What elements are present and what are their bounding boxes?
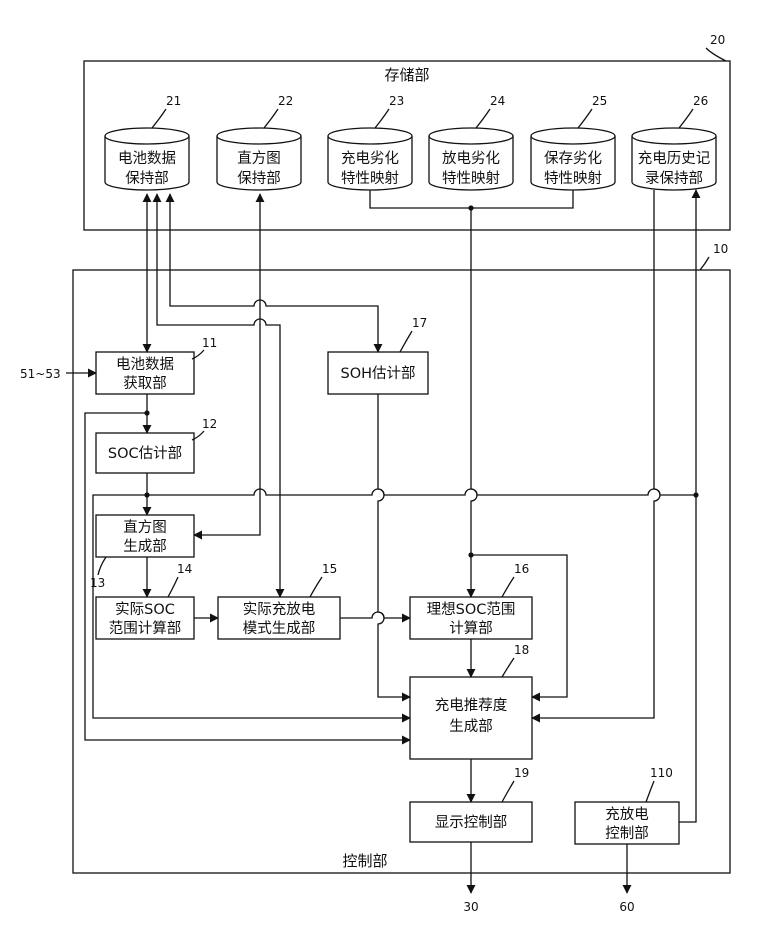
block-16-line1: 理想SOC范围 [427,601,516,618]
block-15-line1: 实际充放电 [243,601,316,618]
block-110-ref: 110 [650,766,673,780]
unit-23-ref: 23 [389,94,404,108]
output-display-label: 30 [463,900,478,914]
degradation-map-bus [370,190,573,208]
block-13-histogram-generation: 直方图 生成部 13 [90,515,194,590]
block-19-line1: 显示控制部 [435,814,508,831]
block-11-battery-data-acquisition: 电池数据 获取部 11 [96,336,217,394]
unit-24-ref: 24 [490,94,505,108]
unit-24-line2: 特性映射 [442,170,500,187]
unit-26-line2: 录保持部 [645,170,703,187]
unit-25-ref: 25 [592,94,607,108]
block-12-soc-estimation: SOC估计部 12 [96,417,217,473]
unit-25-storage-degradation-map: 保存劣化 特性映射 25 [531,94,615,190]
block-12-line1: SOC估计部 [108,445,182,462]
block-15-actual-charge-pattern-gen: 实际充放电 模式生成部 15 [218,562,340,639]
block-19-ref: 19 [514,766,529,780]
control-ref-leader [700,257,709,270]
block-18-ref: 18 [514,643,529,657]
unit-23-line2: 特性映射 [341,170,399,187]
block-12-ref: 12 [202,417,217,431]
storage-ref-leader [706,48,726,61]
block-15-ref: 15 [322,562,337,576]
unit-22-line2: 保持部 [237,170,281,187]
block-17-line1: SOH估计部 [340,365,415,382]
block-110-line1: 充放电 [605,806,649,823]
unit-26-line1: 充电历史记 [638,150,711,167]
block-110-charge-discharge-control: 充放电 控制部 110 [575,766,679,844]
block-17-ref: 17 [412,316,427,330]
block-11-line1: 电池数据 [116,356,174,373]
unit-22-line1: 直方图 [237,150,281,167]
unit-24-discharge-degradation-map: 放电劣化 特性映射 24 [429,94,513,190]
control-title: 控制部 [342,852,387,870]
block-13-line2: 生成部 [123,538,167,555]
block-16-ref: 16 [514,562,529,576]
block-14-line1: 实际SOC [115,601,175,618]
block-15-line2: 模式生成部 [243,620,316,637]
unit-26-charge-history-store: 充电历史记 录保持部 26 [632,94,716,190]
output-charge-label: 60 [619,900,634,914]
unit-25-line2: 特性映射 [544,170,602,187]
block-18-line2: 生成部 [449,718,493,735]
unit-22-ref: 22 [278,94,293,108]
unit-22-histogram-store: 直方图 保持部 22 [217,94,301,190]
block-18-line1: 充电推荐度 [435,697,508,714]
block-11-ref: 11 [202,336,217,350]
unit-25-line1: 保存劣化 [544,150,602,167]
block-110-line2: 控制部 [605,825,649,842]
unit-23-line1: 充电劣化 [341,150,399,167]
unit-26-ref: 26 [693,94,708,108]
unit-21-line2: 保持部 [125,170,169,187]
unit-21-ref: 21 [166,94,181,108]
block-11-line2: 获取部 [123,375,167,392]
unit-24-line1: 放电劣化 [442,150,500,167]
block-13-ref: 13 [90,576,105,590]
block-14-actual-soc-range-calc: 实际SOC 范围计算部 14 [96,562,194,639]
storage-title: 存储部 [384,66,429,84]
unit-21-battery-data-store: 电池数据 保持部 21 [105,94,189,190]
storage-ref: 20 [710,33,725,47]
block-16-line2: 计算部 [449,620,493,637]
unit-23-charge-degradation-map: 充电劣化 特性映射 23 [328,94,412,190]
unit-21-line1: 电池数据 [118,150,176,167]
block-13-line1: 直方图 [123,519,167,536]
control-ref: 10 [713,242,728,256]
block-14-ref: 14 [177,562,192,576]
block-14-line2: 范围计算部 [109,620,182,637]
external-input-label: 51~53 [20,367,61,381]
